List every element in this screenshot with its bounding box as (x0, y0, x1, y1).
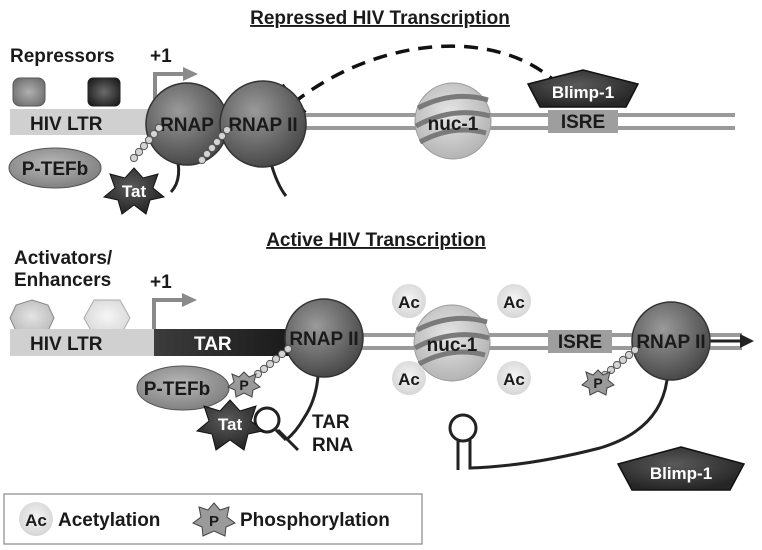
top-blimp-1 (526, 69, 640, 108)
top-rnap-ii (219, 80, 307, 168)
bottom-tar-hairpin-loop (253, 406, 281, 434)
bottom-rnap-ii (284, 298, 364, 378)
repressor-shape-light (12, 77, 46, 107)
bottom-tss-arrow (152, 298, 184, 330)
ac-badge-bottom-left-label: Ac (398, 370, 420, 389)
top-repressors-label: Repressors (10, 46, 115, 67)
bottom-blimp-label: Blimp-1 (650, 464, 712, 483)
top-tat-label: Tat (122, 182, 147, 201)
top-ctd-chain-left (129, 123, 164, 163)
bottom-p-tefb (136, 365, 230, 411)
bottom-tat (195, 399, 265, 451)
bottom-right-phospho-badge (581, 369, 615, 396)
ac-badge-top-left (392, 284, 426, 318)
bottom-nuc-dna-wrap-3 (417, 349, 486, 367)
legend-acetylation-label: Acetylation (58, 510, 160, 531)
top-ltr-label: HIV LTR (30, 114, 103, 135)
bottom-tss-label: +1 (150, 272, 172, 293)
top-dna (10, 109, 735, 135)
top-repression-dashed-arc (294, 44, 562, 103)
bottom-rnap-ii-right-label: RNAP II (636, 332, 705, 353)
bottom-phospho-label: P (239, 377, 248, 393)
legend-phospho-badge (192, 502, 236, 537)
bottom-tar-rna-line1: TAR (312, 412, 350, 433)
ac-badge-top-right (497, 284, 531, 318)
bottom-blimp-1 (616, 446, 746, 491)
top-tss-label: +1 (150, 46, 172, 67)
top-p-tefb (8, 147, 102, 189)
bottom-tar-rna-line2: RNA (312, 435, 353, 456)
top-isre-label: ISRE (561, 112, 605, 133)
bottom-dna (10, 329, 742, 356)
bottom-tss-arrowhead-icon (182, 293, 197, 307)
top-ctd-chain-right (197, 125, 232, 165)
bottom-title: Active HIV Transcription (266, 230, 486, 251)
ac-badge-bottom-right (497, 361, 531, 395)
top-tss-arrowhead-icon (183, 67, 198, 81)
bottom-nascent-rna (285, 375, 320, 442)
top-tat (102, 167, 166, 215)
bottom-rnap-ii-label: RNAP II (289, 329, 358, 350)
bottom-activators-line1: Activators/ (14, 248, 113, 269)
top-nuc-dna-wrap-2 (414, 110, 491, 129)
bottom-ptefb-label: P-TEFb (144, 379, 211, 400)
bottom-tar-label: TAR (194, 334, 232, 355)
top-nuc-dna-wrap-3 (418, 127, 487, 145)
bottom-ctd-chain-left (253, 344, 293, 379)
bottom-phospho-badge (227, 371, 261, 398)
legend-phosphorylation-label: Phosphorylation (240, 510, 390, 531)
top-rnap-label: RNAP (160, 115, 214, 136)
bottom-rna-hairpin-loop (448, 413, 478, 443)
legend-p-symbol: P (209, 513, 219, 530)
legend-ac-symbol: Ac (25, 511, 47, 530)
ac-badge-bottom-right-label: Ac (503, 370, 525, 389)
top-nuc-label: nuc-1 (428, 114, 479, 135)
bottom-ltr-label: HIV LTR (30, 334, 103, 355)
ac-badge-top-left-label: Ac (398, 293, 420, 312)
bottom-long-rna (468, 379, 669, 470)
bottom-ctd-chain-right (600, 345, 640, 380)
bottom-rnap-ii-right (631, 301, 711, 381)
top-title: Repressed HIV Transcription (250, 8, 510, 29)
bottom-isre-label: ISRE (558, 332, 602, 353)
bottom-right-phospho-label: P (593, 375, 602, 391)
legend-ac-badge (19, 502, 53, 536)
bottom-nuc-label: nuc-1 (427, 335, 478, 356)
bottom-transcription-arrowhead-icon (740, 334, 754, 348)
bottom-nuc-dna-wrap-2 (413, 332, 490, 351)
ac-badge-top-right-label: Ac (503, 293, 525, 312)
bottom-nuc-dna-wrap-1 (415, 315, 488, 333)
bottom-tar-stem-lower (276, 428, 300, 452)
top-rnap-ii-label: RNAP II (228, 115, 297, 136)
repressor-shape-dark (87, 77, 121, 107)
top-blimp-label: Blimp-1 (552, 83, 614, 102)
ac-badge-bottom-left (392, 361, 426, 395)
bottom-tat-label: Tat (218, 415, 243, 434)
top-ptefb-label: P-TEFb (22, 159, 89, 180)
top-nuc-dna-wrap-1 (416, 93, 489, 111)
bottom-activators-line2: Enhancers (14, 270, 111, 291)
